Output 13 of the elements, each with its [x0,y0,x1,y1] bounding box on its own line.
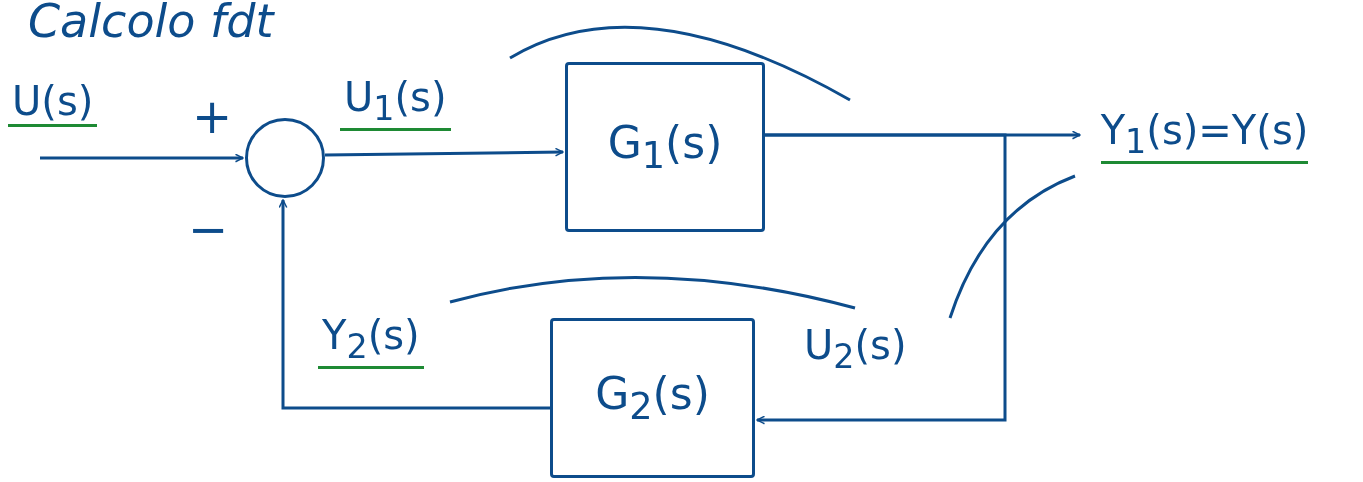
diagram-title: Calcolo fdt [28,0,274,48]
transfer-function-block [565,62,765,232]
transfer-function-block [550,318,755,478]
arrow [324,147,564,157]
sign-label: + [192,92,233,140]
arrow [756,133,1007,425]
node-label: G$_{1}$(s) [607,117,723,177]
summing-junction [245,118,325,198]
sign-label: − [188,205,229,253]
arrow [40,153,244,163]
node-label: G$_{2}$(s) [595,368,710,428]
arrow [278,199,550,410]
node-label: Y$_{1}$(s)=Y(s) [1100,106,1309,164]
